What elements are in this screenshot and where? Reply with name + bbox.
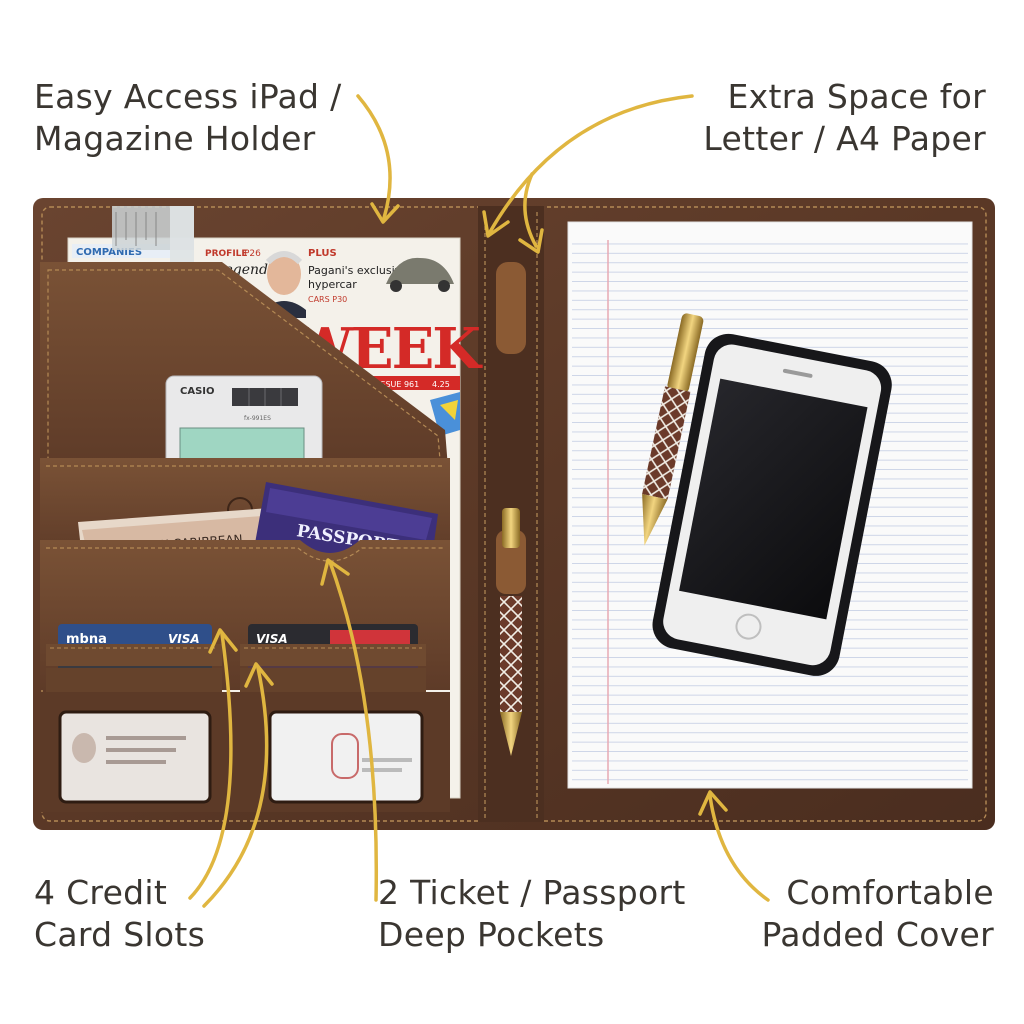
magazine-car [386, 257, 454, 292]
letter-space-callout: Extra Space for Letter / A4 Paper [703, 76, 986, 160]
arrow-card-slot-1 [188, 632, 233, 900]
padded-cover-line1: Comfortable [786, 873, 994, 912]
smartphone [652, 333, 892, 676]
letter-space-line2: Letter / A4 Paper [703, 119, 986, 158]
card-network-2: VISA [256, 632, 288, 646]
arrow-ipad-holder [356, 94, 392, 220]
magazine-plus-headline-1: Pagani's exclusive [308, 264, 408, 277]
passport-pockets-line2: Deep Pockets [378, 915, 605, 954]
calculator-brand: CASIO [180, 386, 215, 397]
card-network-1: VISA [168, 632, 200, 646]
padded-cover-line2: Padded Cover [761, 915, 994, 954]
magazine-price: 4.25 [432, 380, 450, 389]
padded-cover-callout: Comfortable Padded Cover [761, 872, 994, 956]
ipad-holder-line2: Magazine Holder [34, 119, 316, 158]
card-slots-callout: 4 Credit Card Slots [34, 872, 205, 956]
arrow-card-slot-2 [202, 666, 269, 908]
card-brand-1: mbna [66, 632, 107, 647]
magazine-plus: PLUS [308, 248, 337, 259]
passport-pockets-line1: 2 Ticket / Passport [378, 873, 686, 912]
arrow-padded-cover [708, 794, 770, 902]
phone-screen [679, 378, 868, 620]
calculator-model: fx-991ES [244, 415, 271, 422]
callout-arrows [188, 94, 770, 908]
letter-space-line1: Extra Space for [727, 77, 986, 116]
notepad-pen [642, 313, 704, 546]
arrow-passport-pocket [328, 560, 379, 902]
magazine-plus-headline-2: hypercar [308, 278, 357, 291]
magazine-companies: COMPANIES [76, 247, 142, 258]
ruler [112, 206, 194, 266]
arrow-letter-space-2 [523, 172, 538, 248]
magazine-plus-page: CARS P30 [308, 295, 347, 304]
passport-pockets-callout: 2 Ticket / Passport Deep Pockets [378, 872, 686, 956]
magazine-issue: ISSUE 961 [378, 380, 419, 389]
spine-pen [500, 508, 522, 756]
id-windows [40, 692, 450, 812]
arrow-letter-space-1 [488, 94, 694, 234]
card-slots-line1: 4 Credit [34, 873, 168, 912]
card-slots [46, 644, 426, 692]
ipad-holder-callout: Easy Access iPad / Magazine Holder [34, 76, 342, 160]
ipad-holder-line1: Easy Access iPad / [34, 77, 342, 116]
magazine-profile-page: P26 [244, 249, 261, 259]
home-button [735, 613, 762, 640]
magazine-pocket [40, 262, 448, 468]
magazine-profile: PROFILE [205, 249, 248, 259]
card-slots-line2: Card Slots [34, 915, 206, 954]
